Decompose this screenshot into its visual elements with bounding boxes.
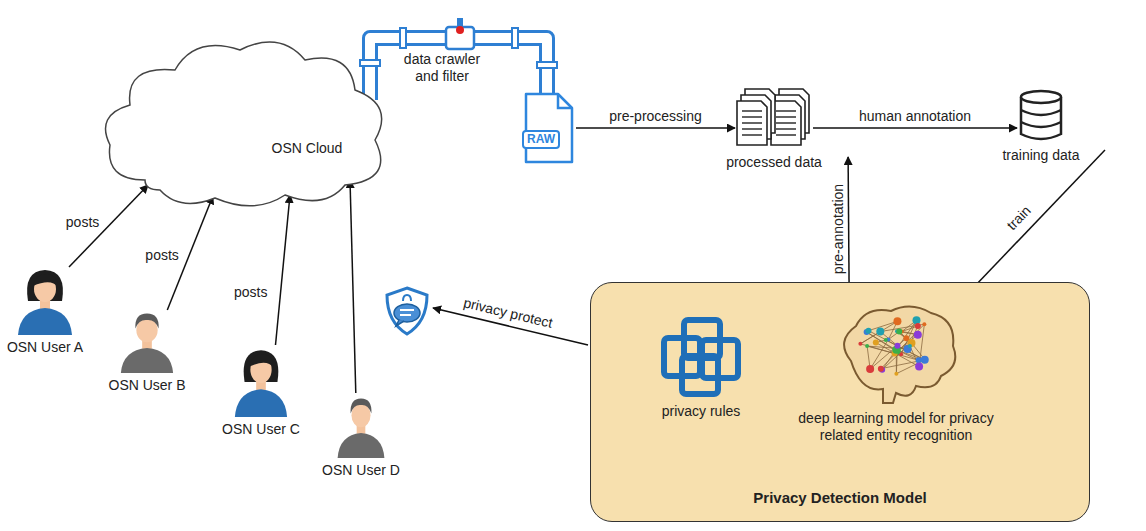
database-icon xyxy=(1017,88,1065,143)
user-icon xyxy=(335,393,387,458)
flow-arrow xyxy=(848,157,849,301)
user-a: OSN User A xyxy=(15,265,75,335)
documents-icon xyxy=(735,85,813,150)
node-label: OSN User C xyxy=(222,421,300,438)
node-label: deep learning model for privacy related … xyxy=(778,410,1014,444)
node-label: OSN User D xyxy=(322,462,400,479)
cloud-shape xyxy=(95,30,395,210)
node-label: processed data xyxy=(726,154,822,171)
user-icon xyxy=(15,265,75,335)
privacy-rules: privacy rules xyxy=(656,314,746,399)
processed-data: processed data xyxy=(735,85,813,150)
user-b: OSN User B xyxy=(118,308,176,373)
edge-label: posts xyxy=(234,284,267,301)
training-database: training data xyxy=(1017,88,1065,143)
node-label: OSN User B xyxy=(108,377,185,394)
user-c: OSN User C xyxy=(232,345,290,417)
raw-file: RAW xyxy=(518,92,576,164)
user-d: OSN User D xyxy=(335,393,387,458)
shield-icon xyxy=(387,288,427,334)
node-label: training data xyxy=(1002,147,1079,164)
node-label: OSN User A xyxy=(7,339,83,356)
cloud-label: OSN Cloud xyxy=(272,140,343,157)
edge-label: pre-annotation xyxy=(829,184,846,274)
edge-label: pre-processing xyxy=(609,108,702,125)
crawler-pipe xyxy=(360,18,557,100)
file-tag: RAW xyxy=(522,130,560,149)
flow-arrow xyxy=(276,195,291,345)
edge-label: posts xyxy=(145,247,178,264)
model-panel: Privacy Detection Model privacy rules deep… xyxy=(590,282,1090,522)
flow-arrow xyxy=(813,127,1017,129)
user-icon xyxy=(118,308,176,373)
deep-learning-model: deep learning model for privacy related … xyxy=(831,301,961,406)
flow-arrow xyxy=(350,180,356,393)
flow-arrow xyxy=(576,127,735,129)
node-label: privacy rules xyxy=(662,403,741,420)
rules-icon xyxy=(656,314,746,399)
brain-icon xyxy=(831,301,961,406)
cloud-node: OSN Cloud xyxy=(95,30,395,210)
edge-label: human annotation xyxy=(859,108,971,125)
user-icon xyxy=(232,345,290,417)
file-icon xyxy=(518,92,576,164)
free-label: data crawler and filter xyxy=(392,51,492,85)
panel-title: Privacy Detection Model xyxy=(753,489,926,507)
edge-label: posts xyxy=(66,214,99,231)
